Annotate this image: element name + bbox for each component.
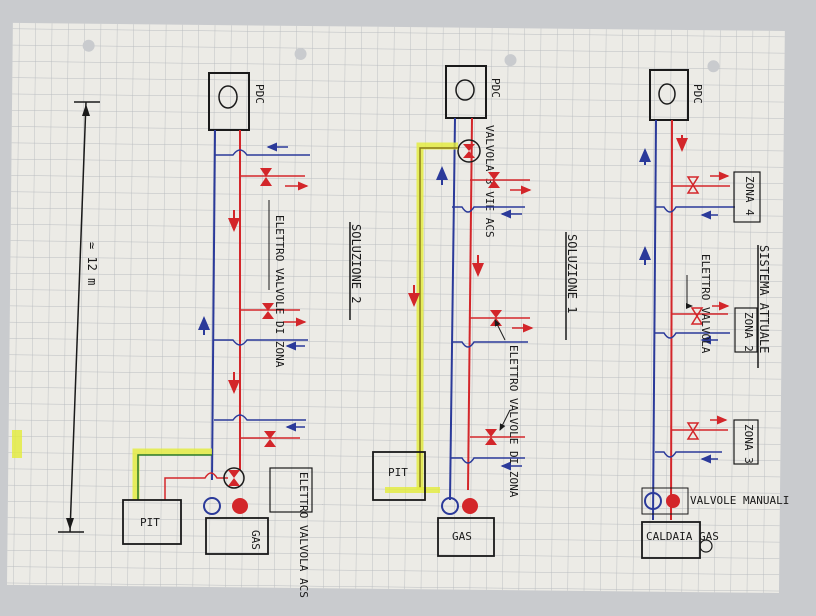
zone-label: ZONA 3 — [742, 424, 755, 464]
dimension-label: ≃ 12 m — [85, 242, 99, 285]
heat-pump-label: PDC — [253, 84, 266, 104]
solution-1-diagram: PDC VALVOLA 3 VIE ACS ELETTRO VALVOLE DI… — [372, 65, 579, 557]
solution-2-diagram: PDC ELETTRO VALVOLE DI ZONA SOLUZIONE 2 … — [122, 72, 363, 598]
heat-pump-box — [445, 65, 487, 119]
heat-pump-box — [208, 72, 250, 131]
boiler-label: GAS — [452, 530, 472, 543]
manual-valve-icon — [644, 492, 662, 510]
zone-valve-icon — [686, 422, 700, 440]
pit-label: PIT — [388, 466, 408, 479]
punch-hole — [82, 39, 95, 52]
solution-1-title: SOLUZIONE 1 — [565, 234, 579, 313]
three-way-valve-icon — [463, 144, 475, 158]
manual-valve-icon — [232, 498, 248, 514]
zone-valve-icon — [488, 172, 500, 188]
zone-valves-note: ELETTRO VALVOLE DI ZONA — [273, 215, 286, 368]
boiler-label: CALDAIA GAS — [646, 530, 719, 543]
zone-valve-icon — [690, 307, 704, 325]
valve-note: ELETTRO VALVOLA — [699, 254, 712, 354]
zone-label: ZONA 4 — [743, 176, 756, 216]
pit-box — [372, 451, 426, 501]
boiler-label: GAS — [249, 530, 262, 550]
manual-valve-icon — [666, 494, 680, 508]
current-system-title: SISTEMA ATTUALE — [757, 245, 771, 353]
three-way-valve-note: VALVOLA 3 VIE ACS — [483, 125, 496, 238]
punch-hole — [504, 54, 517, 67]
zone-valve-icon — [260, 168, 272, 186]
manual-valves-note: VALVOLE MANUALI — [690, 494, 789, 507]
boiler-box — [205, 517, 269, 555]
zone-label: ZONA 2 — [742, 312, 755, 352]
pit-box — [122, 499, 182, 545]
manual-valve-icon — [203, 497, 221, 515]
heat-pump-label: PDC — [489, 78, 502, 98]
heat-pump-fan-icon — [658, 83, 676, 105]
heat-pump-label: PDC — [691, 84, 704, 104]
boiler-box — [437, 517, 495, 557]
zone-valve-icon — [686, 176, 700, 194]
zone-valve-icon — [485, 429, 497, 445]
manual-valve-icon — [441, 497, 459, 515]
pit-label: PIT — [140, 516, 160, 529]
punch-hole — [707, 60, 720, 73]
solution-2-title: SOLUZIONE 2 — [349, 224, 363, 303]
manual-valve-icon — [462, 498, 478, 514]
boiler-box — [641, 521, 701, 559]
acs-valve-note: ELETTRO VALVOLA ACS — [297, 472, 310, 598]
heat-pump-fan-icon — [218, 85, 238, 109]
dimension-arrow: ≃ 12 m — [58, 101, 100, 533]
zone-box — [734, 307, 758, 353]
zone-box — [733, 171, 761, 223]
current-system-diagram: PDC ZONA 4 ZONA 2 ZONA 3 ELETTRO VALVOLA… — [639, 69, 789, 559]
punch-hole — [294, 47, 307, 60]
zone-valves-note: ELETTRO VALVOLE DI ZONA — [507, 345, 520, 498]
zone-valve-icon — [262, 303, 274, 319]
heat-pump-fan-icon — [455, 79, 475, 101]
acs-valve-icon — [228, 470, 240, 486]
heat-pump-box — [649, 69, 689, 121]
zone-valve-icon — [264, 431, 276, 447]
highlighter-mark — [12, 430, 22, 458]
zone-box — [733, 419, 759, 465]
